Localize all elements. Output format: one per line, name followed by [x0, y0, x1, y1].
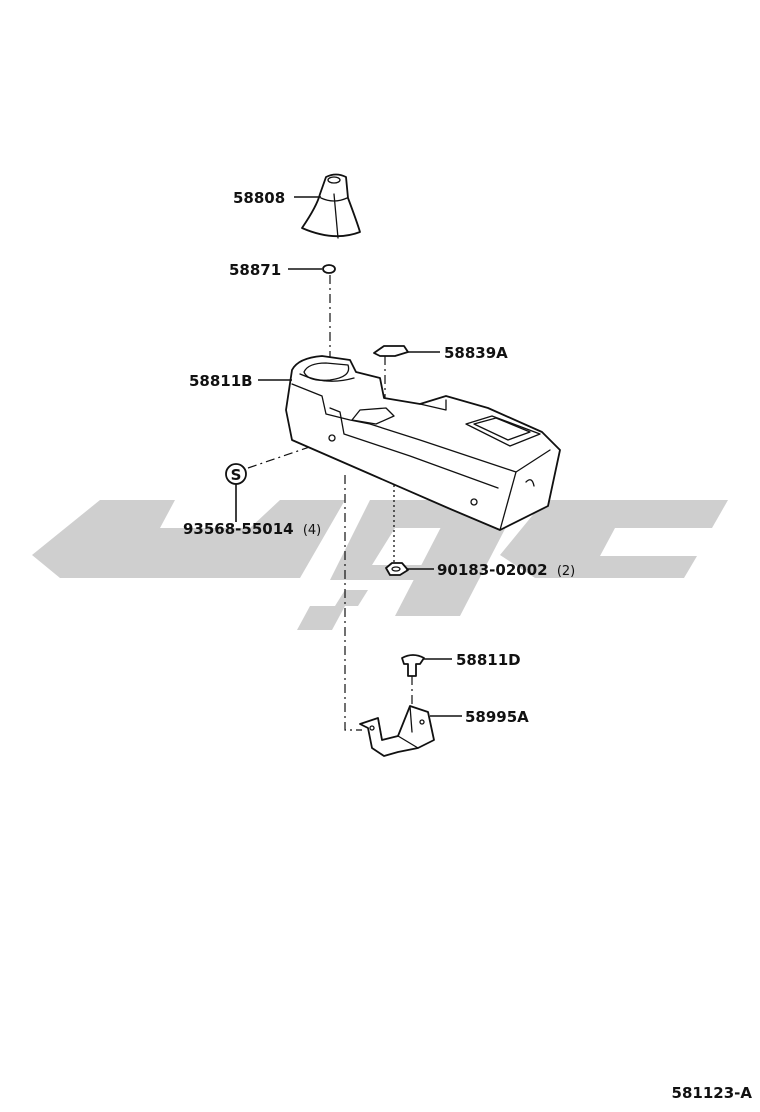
part-label-58839a[interactable]: 58839A — [444, 344, 508, 362]
console-box — [285, 355, 561, 531]
console-bracket — [359, 705, 435, 757]
push-clip — [401, 654, 425, 677]
standard-symbol-letter: S — [231, 466, 242, 484]
part-label-58871[interactable]: 58871 — [229, 261, 281, 279]
part-label-58995a[interactable]: 58995A — [465, 708, 529, 726]
diagram-code: 581123-A — [672, 1084, 753, 1102]
standard-part-symbol: S — [225, 463, 247, 485]
part-label-93568-55014[interactable]: 93568-55014 (4) — [183, 520, 321, 538]
part-label-90183-02002[interactable]: 90183-02002 (2) — [437, 561, 575, 579]
grommet — [322, 264, 336, 274]
part-label-58811d[interactable]: 58811D — [456, 651, 521, 669]
console-plug — [373, 345, 409, 357]
shift-lever-boot — [301, 173, 361, 239]
leader-lines — [235, 196, 462, 717]
watermark-logo — [32, 500, 728, 630]
console-clip — [385, 562, 409, 576]
part-label-58808[interactable]: 58808 — [233, 189, 285, 207]
part-label-58811b[interactable]: 58811B — [189, 372, 253, 390]
